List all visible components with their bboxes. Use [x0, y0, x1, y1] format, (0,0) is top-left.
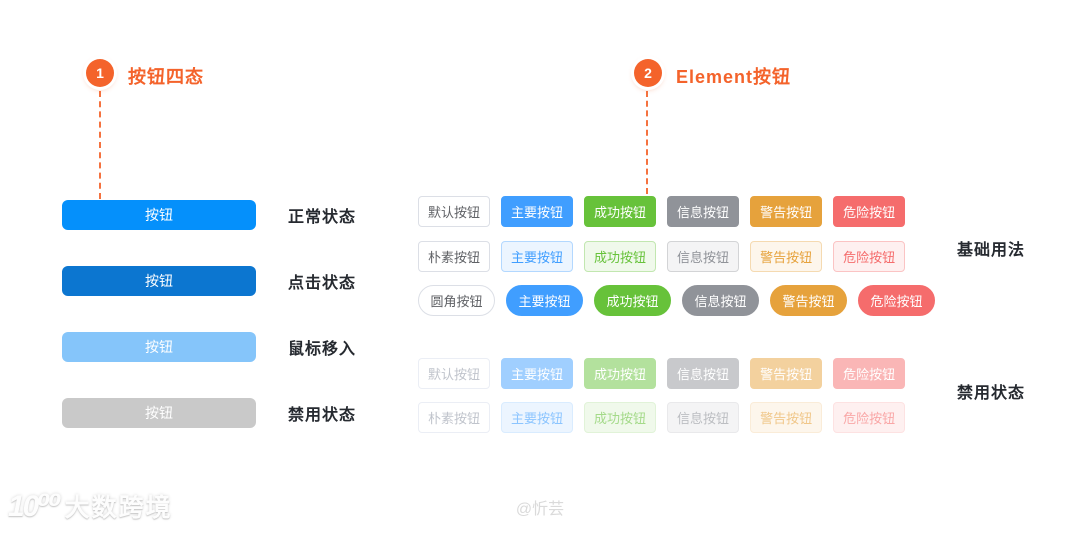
- state-button-3[interactable]: 按钮: [62, 332, 256, 362]
- element-button-plain-disabled-2[interactable]: 主要按钮: [501, 402, 574, 433]
- element-button-round-5[interactable]: 警告按钮: [770, 285, 847, 316]
- connector-line-2: [646, 91, 648, 194]
- element-button-default-6[interactable]: 危险按钮: [833, 196, 906, 227]
- element-button-plain-disabled-6[interactable]: 危险按钮: [833, 402, 906, 433]
- element-row-plain-disabled: 朴素按钮主要按钮成功按钮信息按钮警告按钮危险按钮: [418, 402, 906, 433]
- element-button-plain-6[interactable]: 危险按钮: [833, 241, 906, 272]
- element-button-default-3[interactable]: 成功按钮: [584, 196, 657, 227]
- state-label-3: 鼠标移入: [288, 341, 357, 358]
- element-button-plain-disabled-3[interactable]: 成功按钮: [584, 402, 657, 433]
- brand-logo-icon: 10⁰⁰: [8, 490, 62, 523]
- state-label-2: 点击状态: [288, 275, 357, 292]
- element-button-plain-4[interactable]: 信息按钮: [667, 241, 740, 272]
- element-button-disabled-2[interactable]: 主要按钮: [501, 358, 574, 389]
- author-watermark: @忻芸: [515, 501, 565, 518]
- element-button-plain-disabled-5[interactable]: 警告按钮: [750, 402, 823, 433]
- state-label-1: 正常状态: [288, 209, 357, 226]
- element-button-plain-2[interactable]: 主要按钮: [501, 241, 574, 272]
- element-button-round-6[interactable]: 危险按钮: [858, 285, 935, 316]
- section2-title: Element按钮: [676, 67, 792, 87]
- element-button-round-4[interactable]: 信息按钮: [682, 285, 759, 316]
- element-button-disabled-1[interactable]: 默认按钮: [418, 358, 491, 389]
- element-button-round-1[interactable]: 圆角按钮: [418, 285, 495, 316]
- group-label-disabled: 禁用状态: [957, 385, 1026, 402]
- element-row-plain: 朴素按钮主要按钮成功按钮信息按钮警告按钮危险按钮: [418, 241, 906, 272]
- callout-badge-1: 1: [86, 59, 114, 87]
- element-button-disabled-6[interactable]: 危险按钮: [833, 358, 906, 389]
- element-button-disabled-4[interactable]: 信息按钮: [667, 358, 740, 389]
- element-button-disabled-3[interactable]: 成功按钮: [584, 358, 657, 389]
- brand-watermark: 10⁰⁰ 大数跨境: [8, 488, 173, 524]
- group-label-basic: 基础用法: [957, 242, 1026, 259]
- element-button-default-1[interactable]: 默认按钮: [418, 196, 491, 227]
- state-button-1[interactable]: 按钮: [62, 200, 256, 230]
- element-button-plain-5[interactable]: 警告按钮: [750, 241, 823, 272]
- state-label-4: 禁用状态: [288, 407, 357, 424]
- element-button-default-2[interactable]: 主要按钮: [501, 196, 574, 227]
- element-button-plain-disabled-1[interactable]: 朴素按钮: [418, 402, 491, 433]
- brand-logo-text: 大数跨境: [64, 494, 173, 522]
- element-row-round: 圆角按钮主要按钮成功按钮信息按钮警告按钮危险按钮: [418, 285, 935, 316]
- element-row-default: 默认按钮主要按钮成功按钮信息按钮警告按钮危险按钮: [418, 196, 906, 227]
- element-button-round-2[interactable]: 主要按钮: [506, 285, 583, 316]
- element-row-disabled: 默认按钮主要按钮成功按钮信息按钮警告按钮危险按钮: [418, 358, 906, 389]
- element-button-disabled-5[interactable]: 警告按钮: [750, 358, 823, 389]
- section1-title: 按钮四态: [128, 67, 204, 87]
- connector-line-1: [99, 91, 101, 199]
- state-button-4[interactable]: 按钮: [62, 398, 256, 428]
- element-button-plain-1[interactable]: 朴素按钮: [418, 241, 491, 272]
- callout-badge-2: 2: [634, 59, 662, 87]
- state-button-2[interactable]: 按钮: [62, 266, 256, 296]
- element-button-round-3[interactable]: 成功按钮: [594, 285, 671, 316]
- element-button-plain-3[interactable]: 成功按钮: [584, 241, 657, 272]
- element-button-plain-disabled-4[interactable]: 信息按钮: [667, 402, 740, 433]
- element-button-default-5[interactable]: 警告按钮: [750, 196, 823, 227]
- element-button-default-4[interactable]: 信息按钮: [667, 196, 740, 227]
